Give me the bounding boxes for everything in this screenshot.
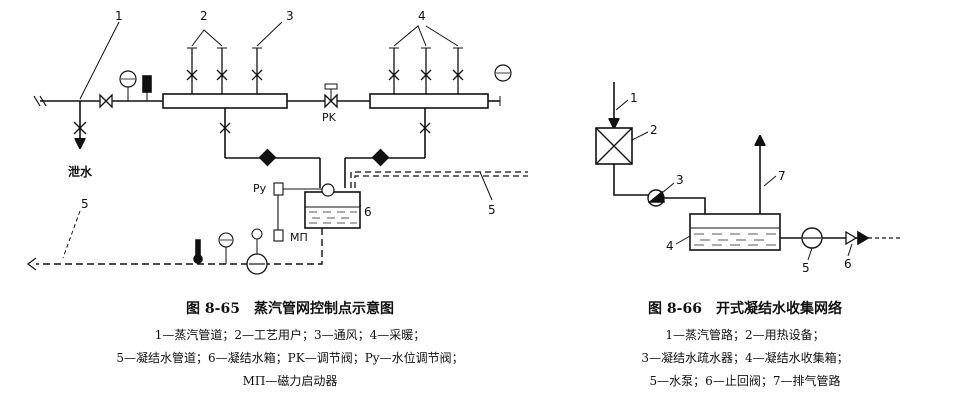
open-condensate-network-diagram — [595, 82, 900, 261]
caption-line: 5—水泵；6—止回阀；7—排气管路 — [649, 374, 841, 388]
callout-2: 2 — [200, 9, 208, 23]
callout-2: 2 — [650, 123, 658, 137]
user-branches-header-2 — [388, 47, 464, 94]
caption-line: 1—蒸汽管道；2—工艺用户；3—通风；4—采暖； — [154, 328, 426, 342]
inlet-valve — [99, 93, 113, 109]
magnetic-starter — [273, 229, 284, 242]
steam-trap-left — [258, 148, 277, 167]
caption-line: 1—蒸汽管路；2—用热设备； — [665, 328, 825, 342]
caption-line: MП—磁力启动器 — [242, 374, 338, 388]
callout-1: 1 — [115, 9, 123, 23]
callout-5: 5 — [802, 261, 810, 275]
steam-trap-right — [371, 148, 390, 167]
condensate-return-pipe — [350, 171, 528, 188]
callout-3: 3 — [676, 173, 684, 187]
inlet-break-mark — [33, 95, 47, 107]
mp-label: MП — [290, 231, 308, 244]
py-label: Py — [253, 182, 267, 195]
user-branches-header-1 — [186, 47, 263, 94]
callout-6: 6 — [364, 205, 372, 219]
callout-3: 3 — [286, 9, 294, 23]
callout-5-left: 5 — [81, 197, 89, 211]
drain-valve — [73, 121, 87, 135]
callout-7: 7 — [778, 169, 786, 183]
thermometer-icon — [142, 75, 152, 93]
caption-line: 3—凝结水疏水器；4—凝结水收集箱； — [641, 351, 849, 365]
callout-1: 1 — [630, 91, 638, 105]
caption-fig-8-66: 图 8-66 开式凝结水收集网络 1—蒸汽管路；2—用热设备； 3—凝结水疏水器… — [590, 298, 900, 393]
condensate-tank — [304, 191, 361, 229]
caption-line: 5—凝结水管道；6—凝结水箱；PK—调节阀；Py—水位调节阀； — [116, 351, 464, 365]
drain-label: 泄水 — [68, 164, 93, 179]
callout-4: 4 — [418, 9, 426, 23]
float-ball — [321, 183, 335, 197]
check-valve — [845, 230, 858, 246]
callout-5-right: 5 — [488, 203, 496, 217]
condensate-pipe-5 — [36, 228, 323, 265]
steam-header-2 — [369, 93, 489, 109]
callout-6: 6 — [844, 257, 852, 271]
steam-network-diagram — [27, 21, 528, 275]
pump-gauge-icon — [251, 228, 263, 240]
pressure-gauge-icon — [494, 64, 512, 82]
caption-title: 图 8-65 蒸汽管网控制点示意图 — [186, 301, 394, 317]
steam-header-1 — [162, 93, 288, 109]
level-valve-py — [273, 182, 284, 196]
caption-fig-8-65: 图 8-65 蒸汽管网控制点示意图 1—蒸汽管道；2—工艺用户；3—通风；4—采… — [10, 298, 570, 393]
caption-title: 图 8-66 开式凝结水收集网络 — [648, 301, 842, 317]
condensate-collection-tank — [689, 213, 781, 251]
pk-label: PK — [322, 111, 337, 124]
callout-4: 4 — [666, 239, 674, 253]
